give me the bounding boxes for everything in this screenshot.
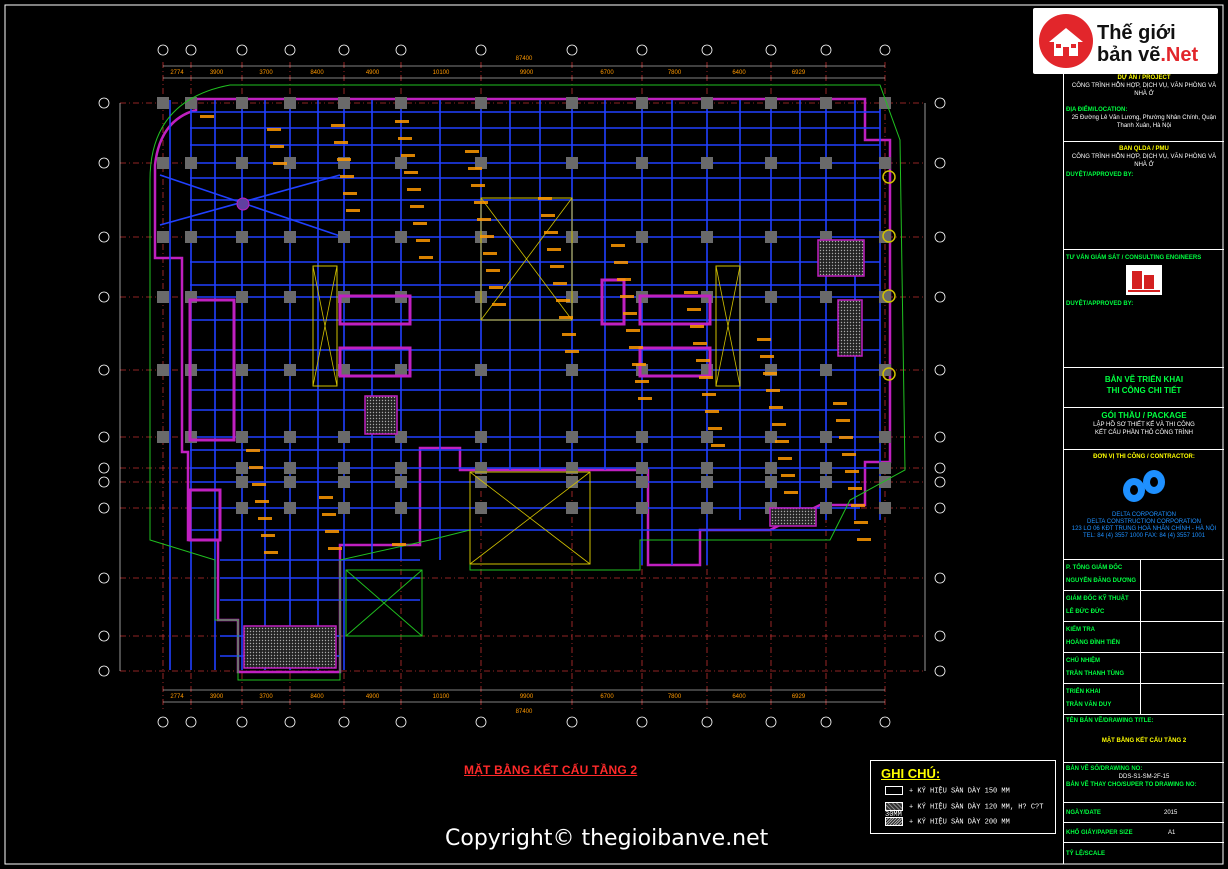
house-logo-icon xyxy=(1039,14,1093,68)
svg-text:6400: 6400 xyxy=(732,694,746,700)
contractor-line-4: TEL: 84 (4) 3557 1000 FAX: 84 (4) 3557 1… xyxy=(1082,533,1206,539)
drawing-title-cell: TÊN BẢN VẼ/DRAWING TITLE: MẶT BẰNG KẾT C… xyxy=(1064,715,1224,763)
package-text-2: KẾT CẤU PHẦN THÔ CÔNG TRÌNH xyxy=(1094,430,1193,436)
contractor-logo-icon xyxy=(1120,466,1168,506)
svg-text:2774: 2774 xyxy=(170,694,184,700)
owner-cell: BAN QLDA / PMU CÔNG TRÌNH HỖN HỢP, DỊCH … xyxy=(1064,142,1224,250)
grid-lines xyxy=(98,44,946,728)
svg-text:4900: 4900 xyxy=(366,70,380,76)
plan-details xyxy=(149,84,906,681)
drawing-no-value: DDS-S1-SM-2F-15 xyxy=(1118,774,1170,780)
title-block: DỰ ÁN / PROJECT CÔNG TRÌNH HỖN HỢP, DỊCH… xyxy=(1063,72,1224,864)
notes-legend: GHI CHÚ: + KÝ HIỆU SÀN DÀY 150 MM + KÝ H… xyxy=(870,760,1056,834)
svg-text:10100: 10100 xyxy=(433,70,450,76)
svg-text:9900: 9900 xyxy=(520,694,534,700)
svg-text:8400: 8400 xyxy=(310,694,324,700)
contractor-label: ĐƠN VỊ THI CÔNG / CONTRACTOR: xyxy=(1093,454,1195,460)
approved-label-2: DUYỆT/APPROVED BY: xyxy=(1066,301,1134,307)
contractor-line-3: 123 LO 06 KĐT TRUNG HOÀ NHÂN CHÍNH - HÀ … xyxy=(1071,526,1217,532)
svg-text:87400: 87400 xyxy=(516,56,533,62)
consultant-logo-icon xyxy=(1126,265,1162,295)
package-title-cell: BẢN VẼ TRIỂN KHAI THI CÔNG CHI TIẾT xyxy=(1064,368,1224,408)
package-cell: GÓI THẦU / PACKAGE LẬP HỒ SƠ THIẾT KẾ VÀ… xyxy=(1064,408,1224,450)
project-text: CÔNG TRÌNH HỖN HỢP, DỊCH VỤ, VĂN PHÒNG V… xyxy=(1071,83,1217,97)
drawing-title-value: MẶT BẰNG KẾT CẤU TẦNG 2 xyxy=(1101,738,1187,744)
drawing-title-label: TÊN BẢN VẼ/DRAWING TITLE: xyxy=(1066,718,1154,724)
package-title-2: THI CÔNG CHI TIẾT xyxy=(1106,386,1182,395)
contractor-line-1: DELTA CORPORATION xyxy=(1111,512,1176,518)
location-text: 25 Đường Lê Văn Lương, Phường Nhân Chính… xyxy=(1071,115,1217,129)
svg-text:7800: 7800 xyxy=(668,70,682,76)
drawing-no-label: BẢN VẼ SỐ/DRAWING NO: xyxy=(1066,766,1143,772)
paper-label: KHỔ GIẤY/PAPER SIZE xyxy=(1066,830,1133,836)
copyright-watermark: Copyright© thegioibanve.net xyxy=(445,826,769,851)
package-text-1: LẬP HỒ SƠ THIẾT KẾ VÀ THI CÔNG xyxy=(1093,422,1195,428)
note-item-2: + KÝ HIỆU SÀN DÀY 120 MM, H? C?T 30MM xyxy=(885,802,1044,820)
svg-text:3700: 3700 xyxy=(259,70,273,76)
svg-text:6929: 6929 xyxy=(792,694,806,700)
svg-text:6400: 6400 xyxy=(732,70,746,76)
project-cell: DỰ ÁN / PROJECT CÔNG TRÌNH HỖN HỢP, DỊCH… xyxy=(1064,72,1224,142)
date-value: 2015 xyxy=(1164,810,1178,816)
note-item-1: + KÝ HIỆU SÀN DÀY 150 MM xyxy=(885,786,1010,795)
approved-label-1: DUYỆT/APPROVED BY: xyxy=(1066,172,1134,178)
svg-text:7800: 7800 xyxy=(668,694,682,700)
drawing-title: MẶT BẰNG KẾT CẤU TẦNG 2 xyxy=(464,763,638,777)
owner-label: BAN QLDA / PMU xyxy=(1119,146,1169,152)
contractor-line-2: DELTA CONSTRUCTION CORPORATION xyxy=(1086,519,1201,525)
svg-text:2774: 2774 xyxy=(170,70,184,76)
project-label: DỰ ÁN / PROJECT xyxy=(1117,75,1171,81)
owner-text: CÔNG TRÌNH HỖN HỢP, DỊCH VỤ, VĂN PHÒNG V… xyxy=(1071,154,1217,168)
svg-text:87400: 87400 xyxy=(516,709,533,715)
logo-line1: Thế giới xyxy=(1097,22,1176,44)
paper-value: A1 xyxy=(1168,830,1176,836)
note-item-3: + KÝ HIỆU SÀN DÀY 200 MM xyxy=(885,817,1010,826)
scale-cell: TỶ LỆ/SCALE xyxy=(1064,843,1224,864)
svg-text:6700: 6700 xyxy=(600,694,614,700)
svg-text:3900: 3900 xyxy=(210,70,224,76)
svg-text:8400: 8400 xyxy=(310,70,324,76)
svg-text:3700: 3700 xyxy=(259,694,273,700)
paper-cell: KHỔ GIẤY/PAPER SIZE A1 xyxy=(1064,823,1224,843)
scale-label: TỶ LỆ/SCALE xyxy=(1066,851,1106,857)
dimension-lines: 2774 2774 3900 3900 3700 3700 8400 8400 4900 4900… xyxy=(119,56,926,715)
beam-walls xyxy=(153,97,892,674)
notes-heading: GHI CHÚ: xyxy=(881,766,941,781)
svg-text:4900: 4900 xyxy=(366,694,380,700)
package-label: GÓI THẦU / PACKAGE xyxy=(1101,411,1187,420)
svg-text:3900: 3900 xyxy=(210,694,224,700)
logo-line2: bản vẽ.Net xyxy=(1097,44,1199,66)
sheet-border xyxy=(4,4,1224,865)
svg-text:10100: 10100 xyxy=(433,694,450,700)
svg-text:6700: 6700 xyxy=(600,70,614,76)
drawing-no-cell: BẢN VẼ SỐ/DRAWING NO: DDS-S1-SM-2F-15 BẢ… xyxy=(1064,763,1224,803)
svg-text:6929: 6929 xyxy=(792,70,806,76)
svg-text:9900: 9900 xyxy=(520,70,534,76)
location-label: ĐỊA ĐIỂM/LOCATION: xyxy=(1066,107,1128,113)
contractor-cell: ĐƠN VỊ THI CÔNG / CONTRACTOR: DELTA CORP… xyxy=(1064,450,1224,560)
date-cell: NGÀY/DATE 2015 xyxy=(1064,803,1224,823)
package-title-1: BẢN VẼ TRIỂN KHAI xyxy=(1104,375,1184,384)
date-label: NGÀY/DATE xyxy=(1066,810,1101,816)
site-logo[interactable]: Thế giới bản vẽ.Net xyxy=(1033,8,1218,74)
consultant-cell: TƯ VẤN GIÁM SÁT / CONSULTING ENGINEERS D… xyxy=(1064,250,1224,368)
consultant-label: TƯ VẤN GIÁM SÁT / CONSULTING ENGINEERS xyxy=(1066,255,1202,261)
supersede-label: BẢN VẼ THAY CHO/SUPER TO DRAWING NO: xyxy=(1066,782,1197,788)
